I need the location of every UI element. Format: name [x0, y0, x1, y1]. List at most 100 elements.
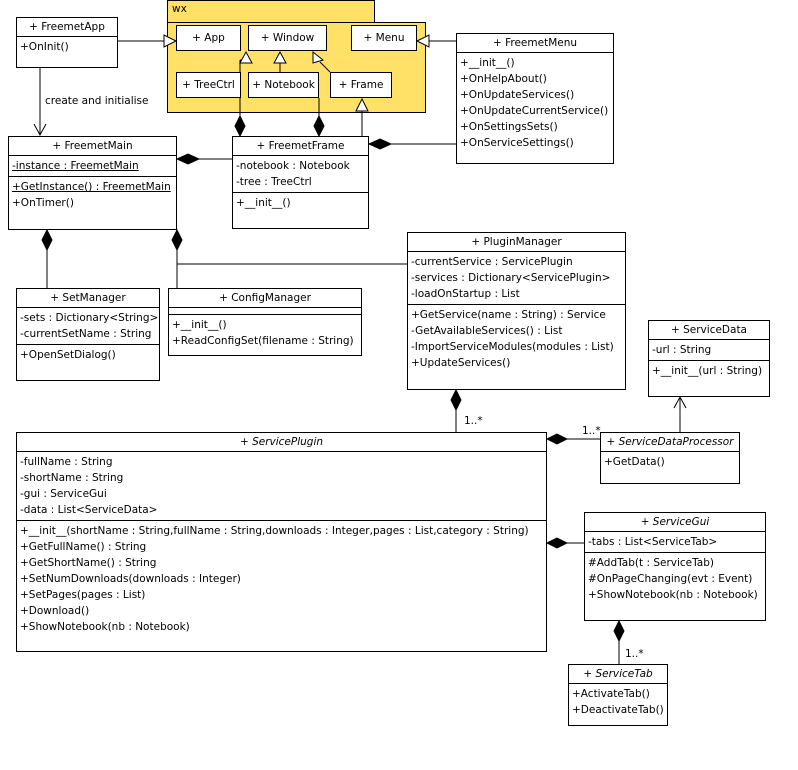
method: -ImportServiceModules(modules : List)	[411, 341, 614, 353]
method: +SetPages(pages : List)	[20, 589, 146, 601]
wx-window-class[interactable]: + Window	[248, 25, 327, 51]
dependency-arrowhead	[33, 123, 47, 137]
attributes-section: -fullName : String -shortName : String -…	[17, 452, 546, 521]
attribute: -data : List<ServiceData>	[20, 504, 158, 516]
method: +OnUpdateCurrentService()	[460, 105, 609, 117]
freemet-app-class[interactable]: + FreemetApp +OnInit()	[16, 17, 118, 68]
class-name: + FreemetMain	[9, 137, 176, 156]
method: #AddTab(t : ServiceTab)	[588, 557, 715, 569]
method: +__init__()	[236, 197, 291, 209]
wx-treectrl-label: + TreeCtrl	[182, 79, 235, 91]
wx-menu-label: + Menu	[363, 32, 405, 44]
attributes-section	[169, 308, 361, 315]
method: +OnServiceSettings()	[460, 137, 574, 149]
method: +DeactivateTab()	[572, 704, 664, 716]
method: +GetService(name : String) : Service	[411, 309, 606, 321]
attributes-section: -sets : Dictionary<String> -currentSetNa…	[17, 308, 159, 345]
service-data-class[interactable]: + ServiceData -url : String +__init__(ur…	[648, 320, 770, 397]
attribute: -services : Dictionary<ServicePlugin>	[411, 272, 611, 284]
wx-package-name: wx	[172, 3, 187, 15]
wx-notebook-class[interactable]: + Notebook	[248, 72, 319, 98]
multiplicity-tabs: 1..*	[625, 648, 644, 660]
composition-diamond	[613, 619, 625, 643]
composition-diamond	[234, 114, 246, 138]
method: +OnSettingsSets()	[460, 121, 558, 133]
attribute: -tree : TreeCtrl	[236, 176, 312, 188]
attribute: -currentService : ServicePlugin	[411, 256, 573, 268]
composition-diamond	[545, 433, 569, 445]
freemet-menu-class[interactable]: + FreemetMenu +__init__() +OnHelpAbout()…	[456, 33, 614, 164]
methods-section: +ActivateTab() +DeactivateTab()	[569, 684, 667, 720]
service-data-processor-class[interactable]: + ServiceDataProcessor +GetData()	[600, 432, 740, 484]
freemet-main-class[interactable]: + FreemetMain -instance : FreemetMain +G…	[8, 136, 177, 230]
generalization-arrowhead	[273, 50, 287, 64]
composition-diamond	[41, 228, 53, 252]
service-gui-class[interactable]: + ServiceGui -tabs : List<ServiceTab> #A…	[584, 512, 766, 621]
label-create-and-initialise: create and initialise	[45, 95, 149, 107]
wx-treectrl-class[interactable]: + TreeCtrl	[176, 72, 241, 98]
methods-section: +GetInstance() : FreemetMain +OnTimer()	[9, 177, 176, 213]
service-plugin-class[interactable]: + ServicePlugin -fullName : String -shor…	[16, 432, 547, 652]
config-manager-class[interactable]: + ConfigManager +__init__() +ReadConfigS…	[168, 288, 362, 356]
methods-section: +GetData()	[601, 452, 739, 472]
attributes-section: -notebook : Notebook -tree : TreeCtrl	[233, 156, 368, 193]
class-name: + FreemetMenu	[457, 34, 613, 53]
attribute: -shortName : String	[20, 472, 124, 484]
attribute: -notebook : Notebook	[236, 160, 350, 172]
wx-frame-class[interactable]: + Frame	[330, 72, 392, 98]
composition-diamond	[367, 138, 393, 150]
method: +OnTimer()	[12, 197, 74, 209]
service-tab-class[interactable]: + ServiceTab +ActivateTab() +DeactivateT…	[568, 664, 668, 726]
method: +ReadConfigSet(filename : String)	[172, 335, 354, 347]
method: +ShowNotebook(nb : Notebook)	[20, 621, 190, 633]
method: +__init__(url : String)	[652, 365, 763, 377]
method: +OpenSetDialog()	[20, 349, 116, 361]
methods-section: +OpenSetDialog()	[17, 345, 159, 365]
method: +OnHelpAbout()	[460, 73, 547, 85]
class-name: + ServiceGui	[585, 513, 765, 532]
method: +__init__()	[460, 57, 515, 69]
methods-section: +__init__() +ReadConfigSet(filename : St…	[169, 315, 361, 351]
composition-diamond	[313, 114, 325, 138]
method: +GetFullName() : String	[20, 541, 147, 553]
multiplicity-processors: 1..*	[582, 425, 601, 437]
method: +UpdateServices()	[411, 357, 511, 369]
methods-section: +__init__(shortName : String,fullName : …	[17, 521, 546, 637]
wx-notebook-label: + Notebook	[252, 79, 315, 91]
plugin-manager-class[interactable]: + PluginManager -currentService : Servic…	[407, 232, 626, 390]
method: #OnPageChanging(evt : Event)	[588, 573, 753, 585]
method: -GetAvailableServices() : List	[411, 325, 563, 337]
generalization-arrowhead	[239, 50, 253, 64]
attributes-section: -currentService : ServicePlugin -service…	[408, 252, 625, 305]
class-name: + ServicePlugin	[17, 433, 546, 452]
attribute: -fullName : String	[20, 456, 113, 468]
wx-app-label: + App	[192, 32, 225, 44]
class-name: + FreemetApp	[17, 18, 117, 37]
method: +OnUpdateServices()	[460, 89, 575, 101]
attribute: -url : String	[652, 344, 712, 356]
method: +GetInstance() : FreemetMain	[12, 181, 171, 193]
generalization-arrowhead	[312, 50, 325, 64]
attributes-section: -tabs : List<ServiceTab>	[585, 532, 765, 553]
methods-section: +__init__() +OnHelpAbout() +OnUpdateServ…	[457, 53, 613, 153]
method: +__init__()	[172, 319, 227, 331]
wx-window-label: + Window	[260, 32, 315, 44]
methods-section: +OnInit()	[17, 37, 117, 57]
class-name: + SetManager	[17, 289, 159, 308]
freemet-frame-class[interactable]: + FreemetFrame -notebook : Notebook -tre…	[232, 136, 369, 229]
multiplicity-plugins: 1..*	[464, 415, 483, 427]
methods-section: +GetService(name : String) : Service -Ge…	[408, 305, 625, 373]
generalization-arrowhead	[163, 34, 178, 48]
attribute: -loadOnStartup : List	[411, 288, 520, 300]
class-name: + ConfigManager	[169, 289, 361, 308]
methods-section: #AddTab(t : ServiceTab) #OnPageChanging(…	[585, 553, 765, 605]
wx-menu-class[interactable]: + Menu	[351, 25, 417, 51]
wx-app-class[interactable]: + App	[176, 25, 241, 51]
class-name: + ServiceDataProcessor	[601, 433, 739, 452]
class-name: + ServiceData	[649, 321, 769, 340]
set-manager-class[interactable]: + SetManager -sets : Dictionary<String> …	[16, 288, 160, 381]
attribute: -gui : ServiceGui	[20, 488, 107, 500]
attribute: -currentSetName : String	[20, 328, 152, 340]
dependency-arrowhead	[673, 395, 687, 409]
attributes-section: -instance : FreemetMain	[9, 156, 176, 177]
